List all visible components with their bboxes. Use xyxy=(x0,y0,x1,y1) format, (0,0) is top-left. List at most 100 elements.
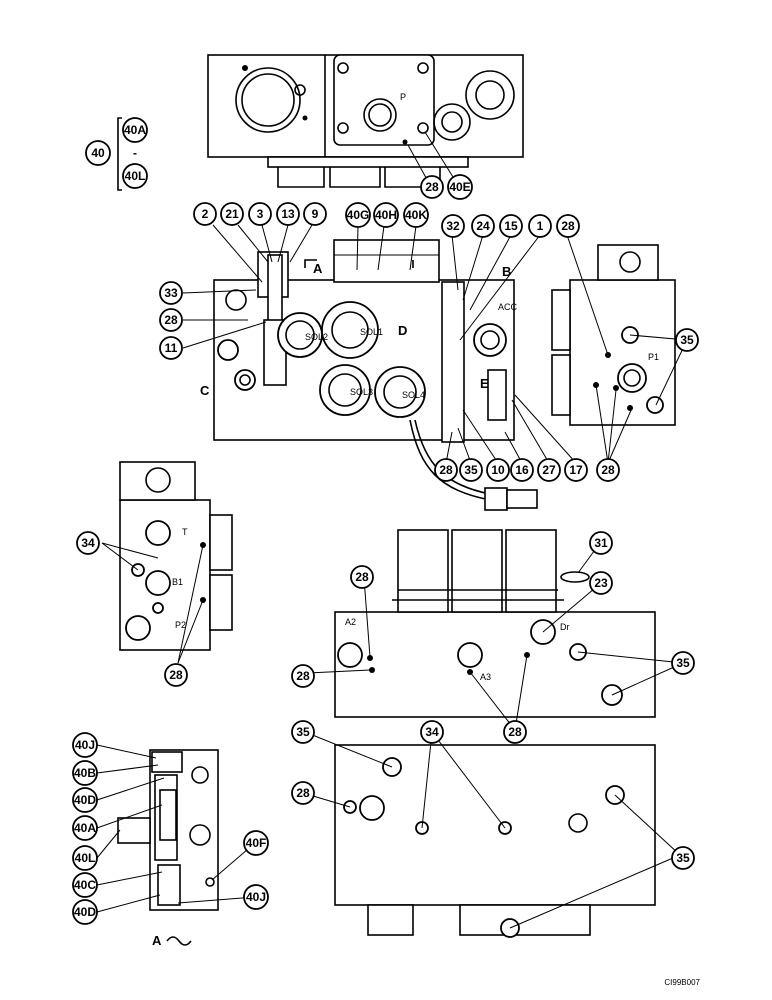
callout-28: 28 xyxy=(556,214,580,238)
callouts: 40 40A - 40L 2 21 3 13 9 40G 40H 40K 32 … xyxy=(72,117,699,925)
svg-text:40C: 40C xyxy=(74,878,96,892)
view-a-caption: A xyxy=(152,933,162,948)
callout-11: 11 xyxy=(159,336,183,360)
svg-text:33: 33 xyxy=(164,286,178,300)
callout-15: 15 xyxy=(499,214,523,238)
callout-40E: 40E xyxy=(447,174,473,200)
callout-35: 35 xyxy=(671,846,695,870)
svg-text:23: 23 xyxy=(594,576,608,590)
port-label-a3: A3 xyxy=(480,672,491,682)
callout-40A-range: 40A xyxy=(124,123,146,137)
svg-text:31: 31 xyxy=(594,536,608,550)
port-label-sol4: SOL4 xyxy=(402,390,425,400)
svg-text:40E: 40E xyxy=(449,180,470,194)
section-mark-e: E xyxy=(480,376,489,391)
port-label-sol1: SOL1 xyxy=(360,327,383,337)
main-valve-body: SOL1 SOL2 SOL3 SOL4 ACC A B C D E xyxy=(200,239,538,511)
svg-text:35: 35 xyxy=(296,725,310,739)
svg-text:9: 9 xyxy=(312,207,319,221)
svg-text:40B: 40B xyxy=(74,766,96,780)
svg-text:40A: 40A xyxy=(74,821,96,835)
right-side-view: P1 xyxy=(551,244,676,426)
port-label-t: T xyxy=(182,527,188,537)
svg-text:1: 1 xyxy=(537,219,544,233)
svg-text:34: 34 xyxy=(425,725,439,739)
callout-40: 40 xyxy=(91,146,105,160)
callout-28: 28 xyxy=(420,175,444,199)
svg-text:28: 28 xyxy=(296,669,310,683)
callout-2: 2 xyxy=(193,202,217,226)
svg-text:35: 35 xyxy=(680,333,694,347)
callout-28: 28 xyxy=(164,663,188,687)
callout-40L-range: 40L xyxy=(125,169,146,183)
range-group: 40 40A - 40L xyxy=(85,117,148,191)
svg-text:27: 27 xyxy=(542,463,556,477)
svg-text:28: 28 xyxy=(296,786,310,800)
svg-text:28: 28 xyxy=(169,668,183,682)
section-mark-d: D xyxy=(398,323,407,338)
callout-40D: 40D xyxy=(72,899,98,925)
svg-text:21: 21 xyxy=(225,207,239,221)
callout-27: 27 xyxy=(537,458,561,482)
svg-text:40L: 40L xyxy=(75,851,96,865)
callout-1: 1 xyxy=(528,214,552,238)
svg-text:28: 28 xyxy=(355,570,369,584)
callout-28: 28 xyxy=(350,565,374,589)
callout-28: 28 xyxy=(159,308,183,332)
callout-28: 28 xyxy=(503,720,527,744)
callout-24: 24 xyxy=(471,214,495,238)
middle-valve-view: A2 A3 Dr xyxy=(334,529,656,718)
port-label-b1: B1 xyxy=(172,577,183,587)
callout-40B: 40B xyxy=(72,760,98,786)
callout-34: 34 xyxy=(420,720,444,744)
drawing-reference: CI99B007 xyxy=(664,978,700,987)
svg-text:35: 35 xyxy=(676,656,690,670)
callout-3: 3 xyxy=(248,202,272,226)
callout-40K: 40K xyxy=(403,202,429,228)
svg-text:40F: 40F xyxy=(246,836,267,850)
svg-text:28: 28 xyxy=(601,463,615,477)
section-mark-b: B xyxy=(502,264,511,279)
callout-40A: 40A xyxy=(72,815,98,841)
port-label-sol2: SOL2 xyxy=(305,332,328,342)
section-mark-c: C xyxy=(200,383,210,398)
svg-text:35: 35 xyxy=(676,851,690,865)
svg-text:32: 32 xyxy=(446,219,460,233)
svg-text:13: 13 xyxy=(281,207,295,221)
callout-35: 35 xyxy=(459,458,483,482)
callout-10: 10 xyxy=(486,458,510,482)
callout-9: 9 xyxy=(303,202,327,226)
callout-40D: 40D xyxy=(72,787,98,813)
callout-13: 13 xyxy=(276,202,300,226)
callout-40J: 40J xyxy=(72,732,98,758)
svg-text:35: 35 xyxy=(464,463,478,477)
svg-text:40J: 40J xyxy=(246,890,266,904)
top-view: P xyxy=(207,54,524,188)
bottom-valve-view xyxy=(334,744,656,938)
callout-23: 23 xyxy=(589,571,613,595)
port-label-sol3: SOL3 xyxy=(350,387,373,397)
callout-33: 33 xyxy=(159,281,183,305)
callout-28: 28 xyxy=(596,458,620,482)
svg-text:40K: 40K xyxy=(405,208,427,222)
svg-text:11: 11 xyxy=(165,341,178,355)
svg-text:10: 10 xyxy=(491,463,505,477)
svg-text:40H: 40H xyxy=(375,208,397,222)
callout-40J: 40J xyxy=(243,884,269,910)
svg-text:40D: 40D xyxy=(74,905,96,919)
section-mark-a: A xyxy=(313,261,323,276)
port-label-acc: ACC xyxy=(498,302,518,312)
port-label-p: P xyxy=(400,92,406,102)
callout-40F: 40F xyxy=(243,830,269,856)
callout-35: 35 xyxy=(671,651,695,675)
range-dash: - xyxy=(133,146,137,160)
svg-text:40D: 40D xyxy=(74,793,96,807)
callout-40L: 40L xyxy=(72,845,98,871)
leader-lines xyxy=(96,131,688,929)
svg-text:34: 34 xyxy=(81,536,95,550)
svg-text:28: 28 xyxy=(425,180,439,194)
callout-40G: 40G xyxy=(345,202,371,228)
callout-40C: 40C xyxy=(72,872,98,898)
svg-text:28: 28 xyxy=(508,725,522,739)
